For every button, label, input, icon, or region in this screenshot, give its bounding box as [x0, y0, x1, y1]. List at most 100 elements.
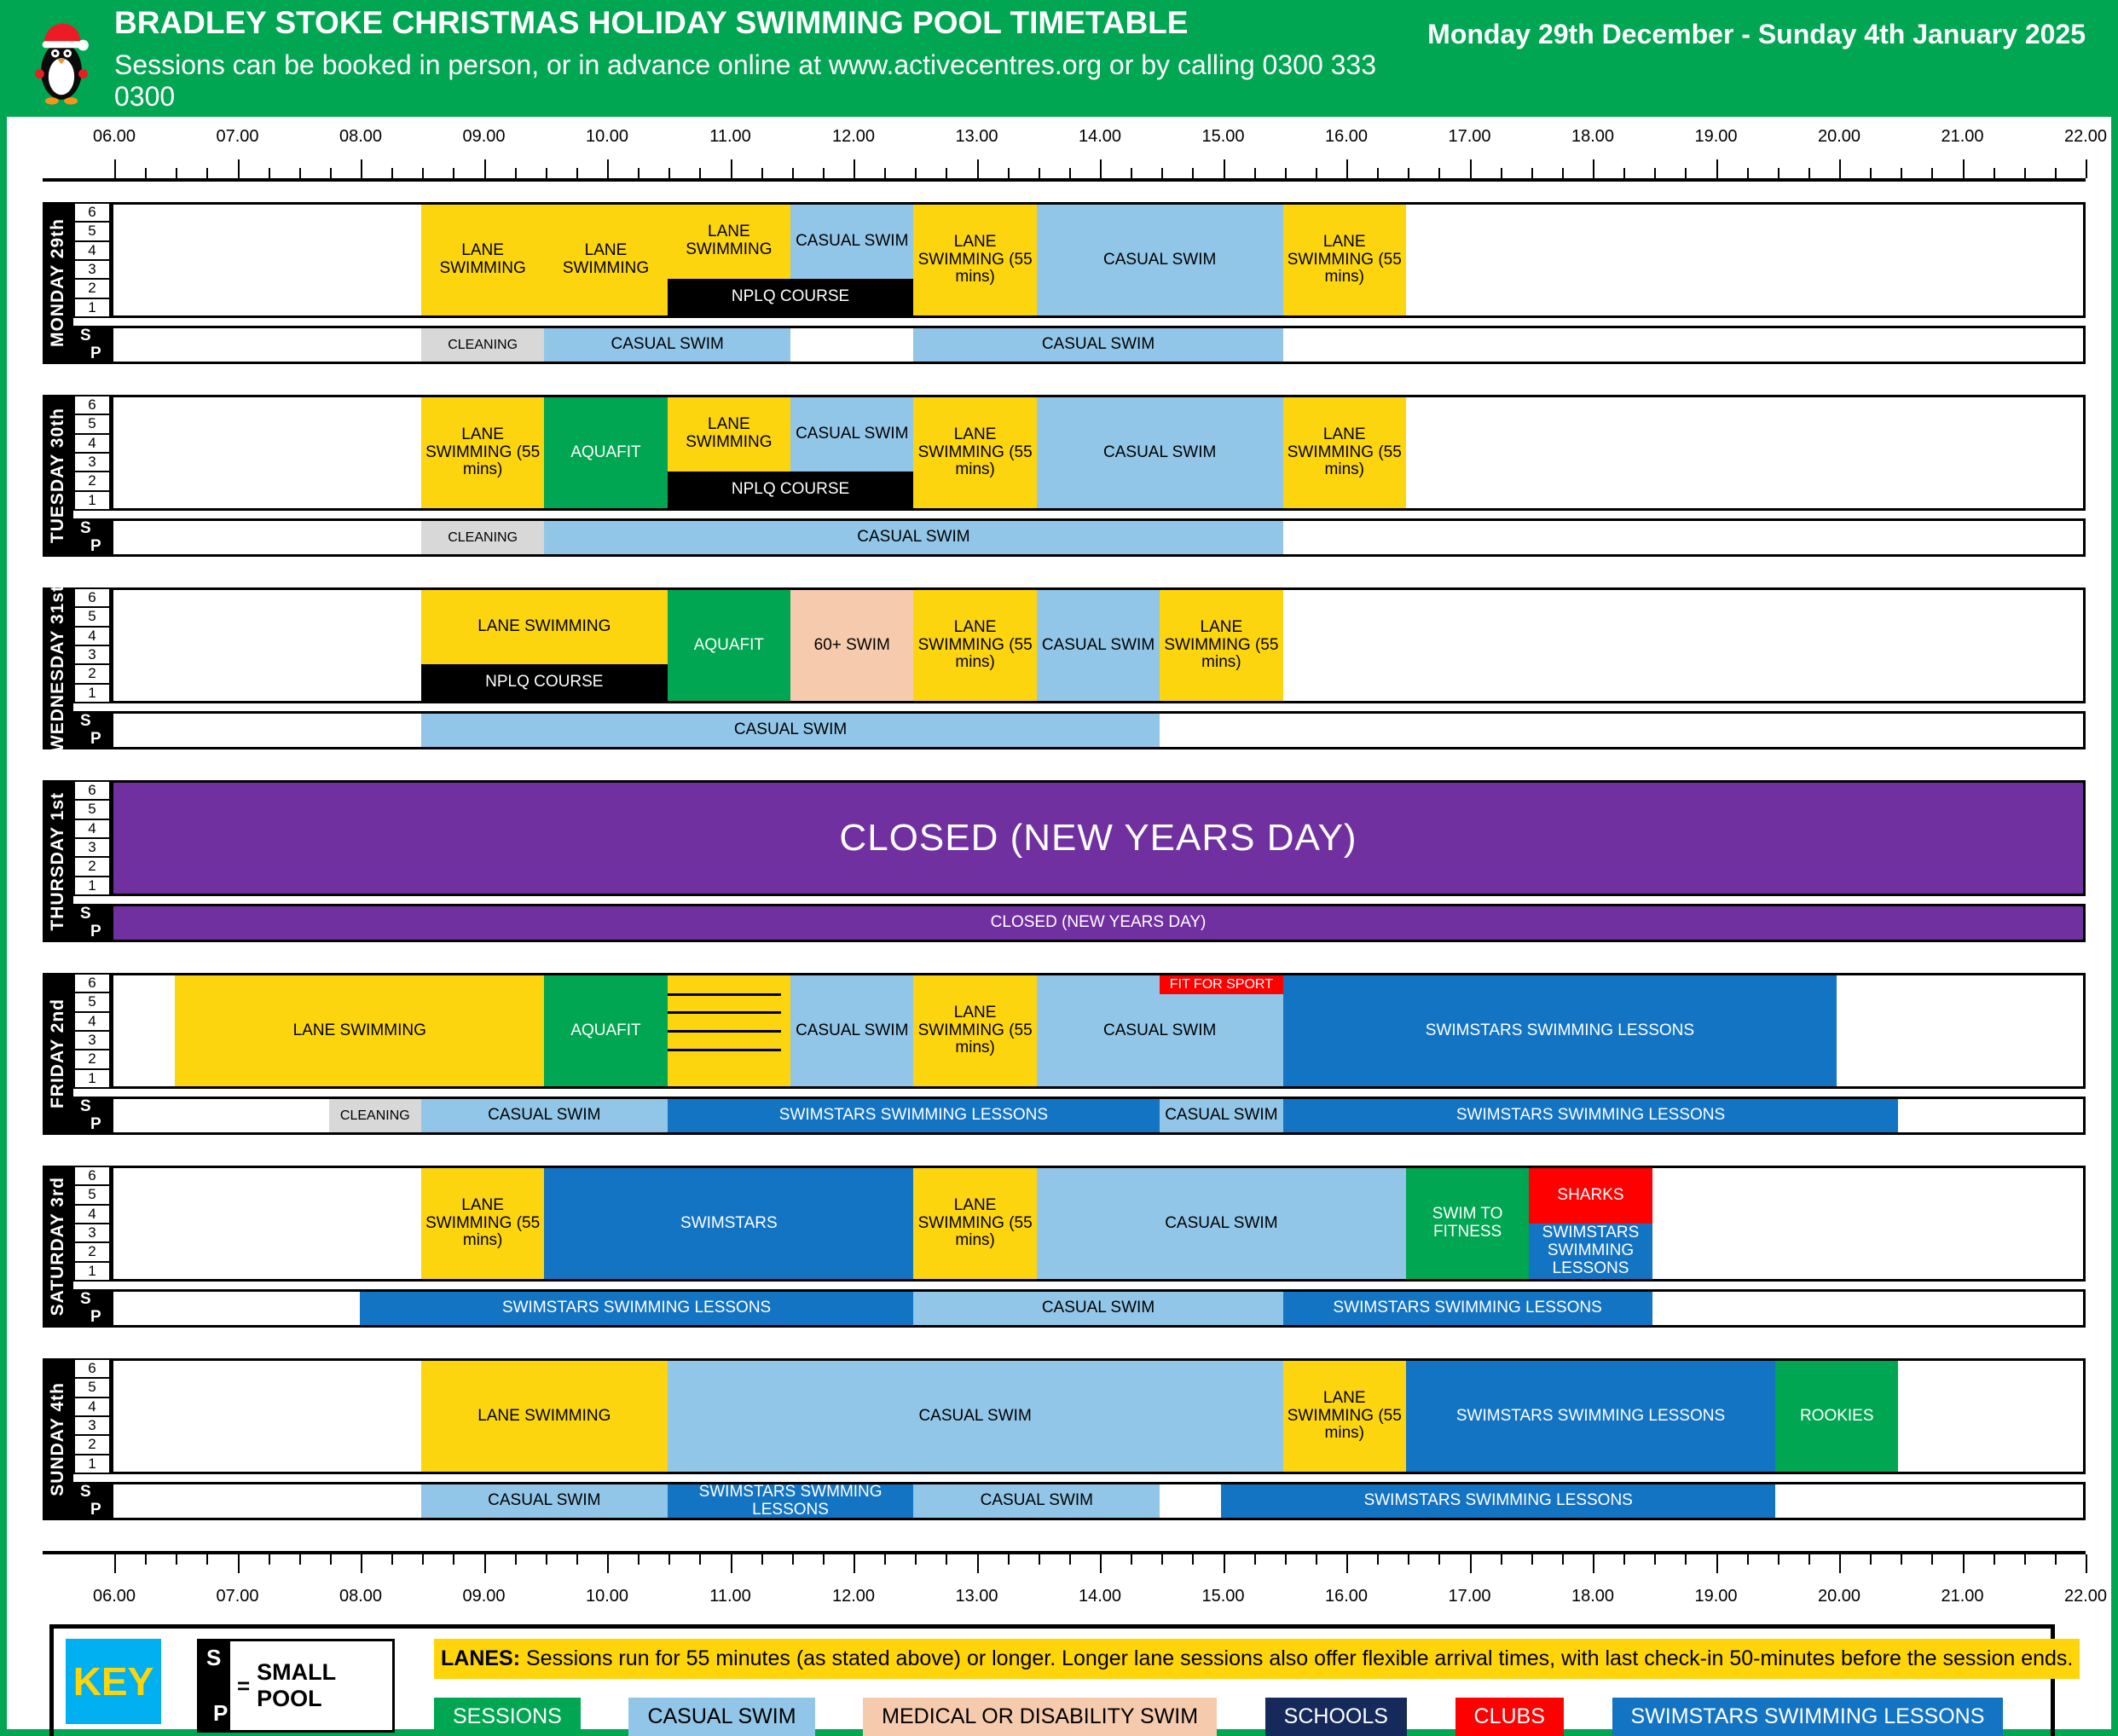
lane-divider-line	[667, 1048, 781, 1051]
session-label: SHARKS	[1557, 1186, 1624, 1205]
session-block: CASUAL SWIM	[1160, 1099, 1283, 1132]
axis-tick	[1100, 1554, 1102, 1573]
pool-gap	[111, 1089, 2086, 1097]
session-block: LANE SWIMMING (55 mins)	[1282, 397, 1406, 508]
axis-tick	[1931, 1554, 1934, 1565]
axis-tick	[114, 159, 116, 178]
day-label-text: MONDAY 29th	[48, 218, 67, 348]
header-text: BRADLEY STOKE CHRISTMAS HOLIDAY SWIMMING…	[114, 5, 1427, 113]
axis-hour-label: 19.00	[1694, 127, 1738, 146]
small-pool-s: S	[206, 1645, 222, 1670]
session-block: FIT FOR SPORT	[1160, 975, 1283, 994]
session-block: LANE SWIMMING	[667, 397, 791, 472]
axis-hour-label: 07.00	[216, 1587, 259, 1606]
axis-tick	[1623, 1554, 1626, 1565]
axis-tick	[391, 168, 394, 178]
session-label: SWIMSTARS SWIMMING LESSONS	[1333, 1299, 1602, 1317]
axis-tick	[1777, 168, 1779, 178]
axis-hour-label: 21.00	[1941, 1587, 1984, 1606]
axis-hour-label: 15.00	[1201, 1587, 1245, 1606]
axis-tick	[298, 1554, 301, 1565]
session-block: LANE SWIMMING (55 mins)	[913, 1168, 1037, 1279]
axis-hour-label: 10.00	[585, 1587, 629, 1606]
session-block: LANE SWIMMING	[420, 205, 545, 315]
axis-tick	[1377, 168, 1380, 178]
session-label: SWIMSTARS SWIMMING LESSONS	[1455, 1106, 1726, 1125]
session-label: LANE SWIMMING (55 mins)	[425, 425, 541, 479]
session-block: AQUAFIT	[544, 397, 668, 508]
session-block: NPLQ COURSE	[667, 278, 914, 315]
axis-tick	[453, 1554, 455, 1565]
axis-tick	[1654, 168, 1657, 178]
axis-hour-label: 18.00	[1571, 127, 1615, 146]
axis-tick	[2086, 159, 2087, 178]
penguin-logo	[35, 23, 89, 105]
day-label: THURSDAY 1st	[43, 780, 73, 942]
axis-tick	[1068, 1554, 1071, 1565]
session-block: LANE SWIMMING	[420, 590, 668, 664]
day-label-text: TUESDAY 30th	[48, 408, 67, 544]
axis-tick	[1315, 168, 1317, 178]
axis-tick	[791, 168, 794, 178]
lanes-note-bold: LANES:	[441, 1646, 521, 1670]
axis-tick	[514, 168, 517, 178]
axis-tick	[1962, 159, 1965, 178]
session-label: ROOKIES	[1799, 1406, 1874, 1425]
axis-tick	[329, 1554, 332, 1565]
session-label: CASUAL SWIM	[796, 424, 909, 443]
session-label: NPLQ COURSE	[731, 479, 850, 498]
axis-hour-label: 06.00	[92, 1587, 136, 1606]
small-pool-letter-p: P	[90, 923, 101, 940]
session-block: LANE SWIMMING (55 mins)	[420, 1168, 545, 1279]
axis-tick	[1131, 168, 1133, 178]
axis-tick	[1685, 1554, 1687, 1565]
day-label-text: WEDNESDAY 31st	[48, 584, 67, 753]
axis-hour-label: 13.00	[955, 1587, 998, 1606]
axis-hour-label: 11.00	[709, 1587, 751, 1606]
lane-number: 4	[73, 432, 111, 454]
axis-hour-label: 18.00	[1571, 1587, 1615, 1606]
axis-tick	[1192, 1554, 1195, 1565]
session-block: LANE SWIMMING	[420, 1361, 668, 1472]
axis-tick	[268, 1554, 270, 1565]
axis-tick	[1346, 1554, 1348, 1573]
axis-tick	[176, 168, 178, 178]
lane-number: 4	[73, 818, 111, 839]
axis-hour-label: 06.00	[92, 127, 136, 146]
session-label: CASUAL SWIM	[1165, 1106, 1278, 1125]
axis-tick	[2054, 1554, 2057, 1565]
day-label: MONDAY 29th	[43, 202, 73, 364]
axis-tick	[1038, 168, 1040, 178]
pool-gap	[111, 511, 2086, 518]
axis-tick	[1284, 1554, 1287, 1565]
session-label: CASUAL SWIM	[488, 1491, 601, 1510]
lane-number: 5	[73, 1184, 111, 1206]
axis-tick	[206, 168, 209, 178]
session-label: CASUAL SWIM	[1103, 250, 1217, 269]
axis-tick	[268, 168, 270, 178]
session-label: LANE SWIMMING	[439, 241, 526, 277]
session-block: NPLQ COURSE	[420, 663, 668, 701]
axis-tick	[915, 168, 917, 178]
axis-hour-label: 20.00	[1817, 127, 1861, 146]
pool-gap	[111, 318, 2086, 326]
day-label: SUNDAY 4th	[43, 1358, 73, 1520]
session-label: CASUAL SWIM	[918, 1406, 1032, 1425]
lane-number: 2	[73, 856, 111, 877]
session-label: CASUAL SWIM	[1103, 1021, 1217, 1039]
axis-tick	[1716, 159, 1718, 178]
lane-number: 1	[73, 1260, 111, 1282]
